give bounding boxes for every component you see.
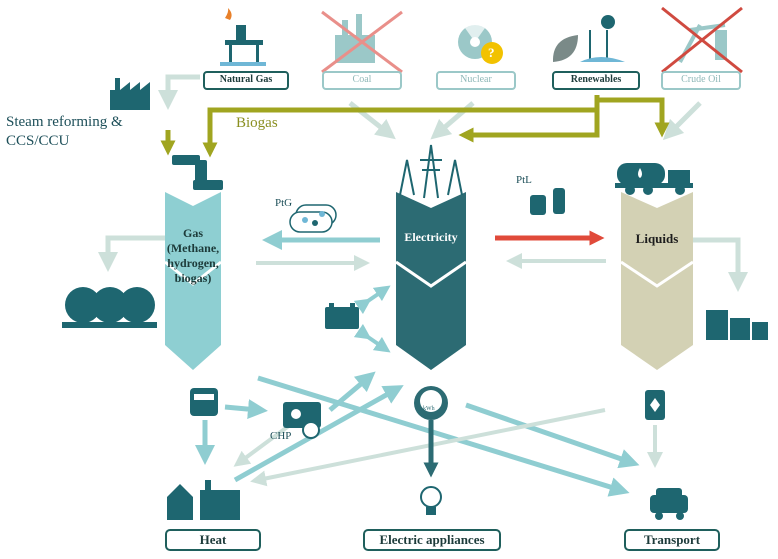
gas-carrier-label: Gas (Methane, hydrogen, biogas): [165, 226, 221, 286]
liquids-carrier-label: Liquids: [635, 231, 679, 246]
output-transport: Transport: [624, 529, 720, 551]
biogas-label: Biogas: [236, 115, 278, 131]
liquids-column: [621, 192, 693, 370]
gas-column-chevron: [164, 260, 222, 286]
electricity-column: [396, 192, 466, 370]
source-coal: Coal: [322, 71, 402, 90]
output-heat: Heat: [165, 529, 261, 551]
source-nuclear: Nuclear: [436, 71, 516, 90]
renewables-icon: [552, 15, 625, 62]
steam-reforming-label: Steam reforming & CCS/CCU: [6, 113, 123, 151]
liquids-column-chevron: [620, 260, 694, 288]
chp-unit-icon: [283, 402, 321, 439]
gas-storage-icon: [62, 287, 157, 328]
gas-column: [165, 192, 221, 370]
conversion-arrows: [98, 230, 748, 353]
gas-label-line4: biogas): [174, 271, 212, 285]
gas-label-line1: Gas: [182, 226, 203, 240]
gas-label-line2: (Methane,: [166, 241, 220, 255]
ptl-flask-icon: [530, 188, 565, 215]
source-renewables: Renewables: [552, 71, 640, 90]
nuclear-question-mark: ?: [488, 45, 495, 60]
source-arrows: [158, 74, 702, 158]
tanker-truck-icon: [615, 163, 693, 195]
oil-rig-icon: [220, 8, 266, 66]
source-crude-oil: Crude Oil: [661, 71, 741, 90]
kwh-label: kWh: [423, 406, 435, 412]
gas-label-line3: hydrogen,: [167, 256, 219, 270]
fuel-pump-icon: [645, 390, 665, 420]
steam-reforming-label-line2: CCS/CCU: [6, 133, 70, 149]
ptg-cylinder-icon: [289, 204, 337, 233]
output-electric-appliances: Electric appliances: [363, 529, 501, 551]
ptl-label: PtL: [516, 174, 532, 186]
steam-reforming-label-line1: Steam reforming &: [6, 114, 123, 130]
oil-tanks-icon: [706, 310, 768, 340]
car-icon: [650, 488, 688, 520]
electricity-column-chevron: [395, 260, 467, 288]
heat-buildings-icon: [167, 480, 240, 520]
coal-plant-icon: [321, 10, 403, 74]
factory-icon: [110, 78, 150, 110]
electricity-carrier-label: Electricity: [404, 230, 458, 244]
light-bulb-icon: [420, 486, 442, 515]
source-natural-gas: Natural Gas: [203, 71, 289, 90]
battery-icon: [325, 303, 359, 329]
oil-pump-icon: [661, 6, 743, 74]
gas-meter-icon: [190, 388, 218, 416]
nuclear-icon: [458, 24, 503, 64]
ptg-label: PtG: [275, 197, 293, 209]
chp-label: CHP: [270, 430, 292, 442]
power-pylon-icon: [399, 144, 463, 199]
electricity-meter-icon: [414, 386, 448, 420]
pipe-icon: [172, 155, 223, 190]
